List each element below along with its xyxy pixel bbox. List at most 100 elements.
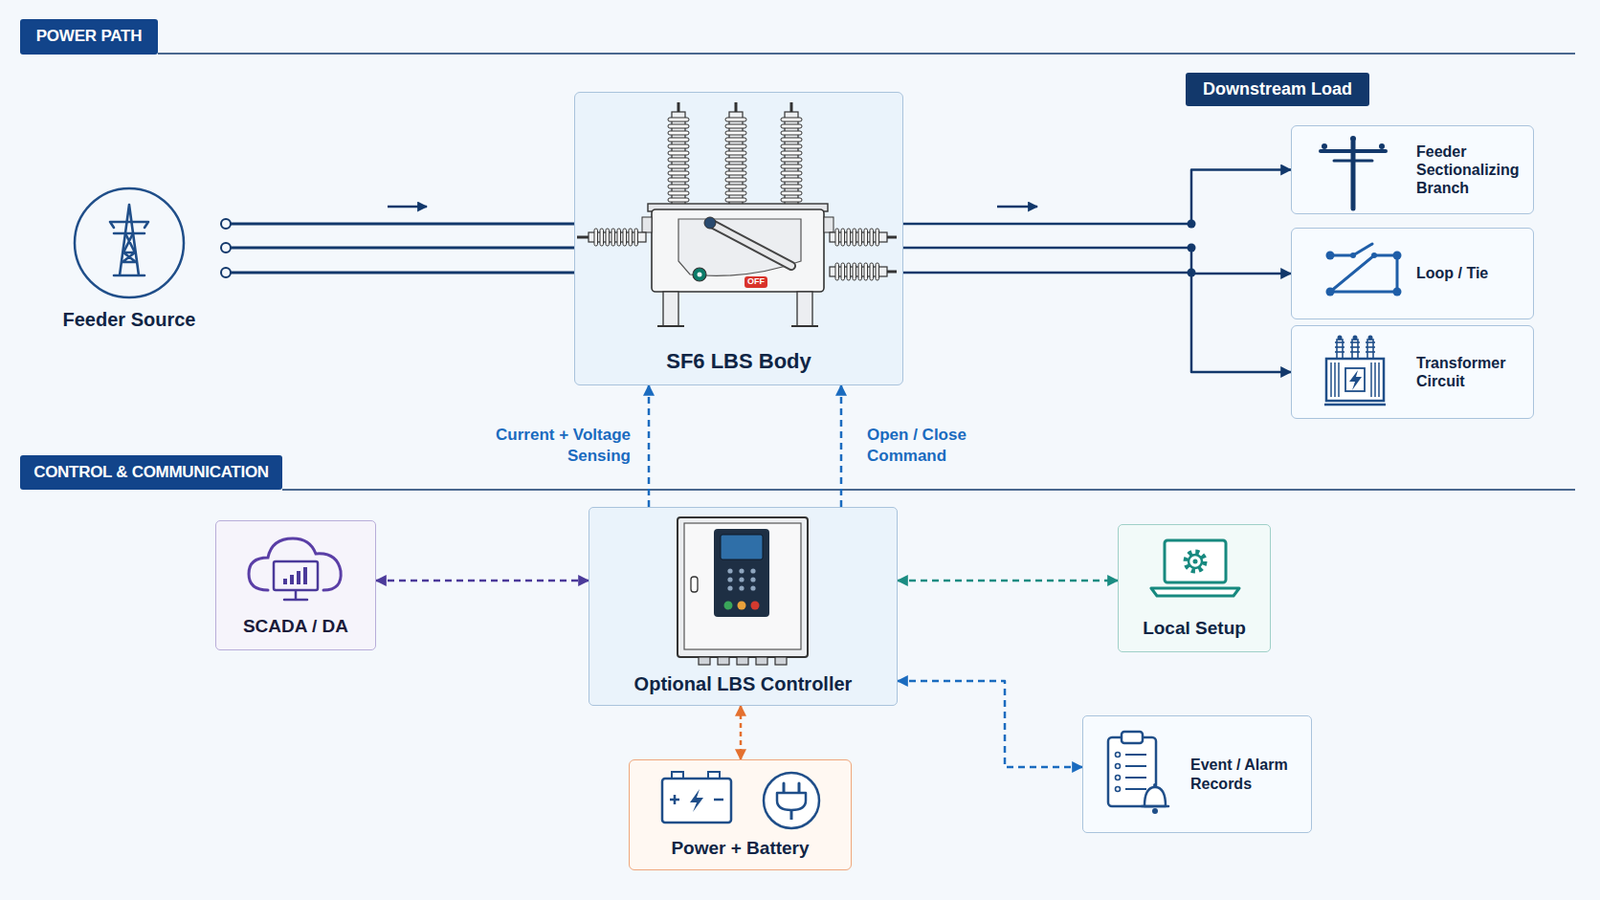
clipboard-bell-icon-part — [1115, 776, 1121, 781]
lbs-illustration-part — [697, 272, 703, 278]
controller-cabinet-icon-part — [713, 529, 770, 618]
laptop-icon-part — [1164, 540, 1226, 583]
lbs-illustration-part — [780, 184, 802, 189]
loop-tie-icon-part — [1353, 244, 1373, 256]
edge-label-wrap: Current + Voltage Sensing — [491, 424, 631, 467]
lbs-illustration-part — [704, 217, 716, 229]
controller-cabinet-icon-part — [736, 657, 749, 666]
load-box: Feeder Sectionalizing Branch — [1290, 125, 1534, 215]
lbs-illustration-part — [710, 222, 792, 267]
tower-icon-part — [74, 188, 184, 298]
lbs-illustration-part — [780, 117, 802, 122]
tower-icon-part — [110, 204, 149, 276]
node-label: Optional LBS Controller — [634, 672, 853, 696]
transformer-icon-part — [1330, 362, 1333, 398]
loop-tie-icon-part — [1393, 251, 1402, 261]
lbs-illustration-part — [617, 228, 622, 246]
lbs-illustration-part — [667, 184, 689, 189]
controller-cabinet-icon-part — [750, 568, 756, 574]
lbs-illustration-part — [600, 228, 604, 246]
system-box: Event / Alarm Records — [1082, 715, 1312, 834]
status-label: OFF — [747, 277, 765, 288]
connector — [221, 219, 575, 278]
pole-icon-part — [1350, 135, 1356, 142]
clipboard-bell-icon-part — [1125, 765, 1147, 768]
tower-icon-part — [110, 222, 149, 234]
lbs-illustration-part — [841, 263, 845, 281]
controller-cabinet-icon-part — [717, 657, 730, 666]
lbs-illustration-part — [780, 171, 802, 176]
battery-plug-icon-part — [662, 778, 732, 823]
connector — [648, 385, 650, 508]
connector-line — [897, 579, 1118, 583]
controller-cabinet-icon-part — [738, 585, 744, 591]
section-rule — [282, 488, 1576, 490]
lbs-illustration-part — [780, 191, 802, 196]
transformer-icon-part — [1368, 335, 1374, 341]
controller-cabinet-icon-part — [750, 585, 756, 591]
laptop-icon-part — [1151, 588, 1240, 597]
loop-tie-icon-part — [1350, 252, 1356, 259]
node-label: Loop / Tie — [1416, 264, 1489, 283]
cloud-monitor-icon-part — [284, 599, 308, 602]
pole-icon — [1303, 128, 1400, 215]
lbs-illustration-part — [667, 151, 689, 156]
laptop-icon — [1137, 533, 1253, 610]
lbs-illustration-part — [663, 291, 679, 327]
flow-direction-arrow — [997, 205, 1038, 209]
power-box: Power + Battery — [628, 759, 852, 871]
laptop-icon-part — [1188, 555, 1202, 569]
clipboard-bell-icon — [1100, 728, 1181, 824]
lbs-illustration-part — [667, 144, 689, 149]
lbs-illustration-part — [667, 137, 689, 142]
lbs-illustration-part — [780, 157, 802, 162]
loop-tie-icon-part — [1371, 252, 1378, 259]
lbs-illustration — [575, 92, 899, 333]
lbs-illustration-part — [780, 137, 802, 142]
pole-icon-part — [1378, 143, 1385, 150]
tower-icon — [71, 185, 187, 301]
lbs-illustration-part — [667, 191, 689, 196]
terminal-circle — [221, 267, 231, 278]
lbs-illustration-part — [667, 157, 689, 162]
transformer-icon-part — [1337, 362, 1340, 398]
cloud-monitor-icon-part — [294, 590, 298, 600]
node-label: CONTROL & COMMUNICATION — [33, 463, 269, 483]
controller-cabinet-icon-part — [737, 601, 747, 611]
lbs-illustration-part — [858, 263, 863, 281]
connector — [897, 681, 1083, 768]
transformer-icon-part — [1350, 341, 1360, 344]
battery-plug-icon-part — [763, 773, 820, 829]
pole-icon-part — [1321, 143, 1328, 150]
lbs-illustration-part — [725, 157, 747, 162]
connector-line — [230, 271, 575, 275]
junction-dot — [1187, 220, 1197, 229]
section-tag: POWER PATH — [20, 19, 158, 55]
connector — [903, 244, 1291, 275]
node-label: Feeder Source — [63, 308, 197, 332]
transformer-icon-part — [1334, 341, 1345, 344]
connector — [903, 170, 1291, 229]
clipboard-bell-icon-part — [1121, 732, 1143, 744]
node-label: Downstream Load — [1202, 79, 1353, 101]
node-label: Power + Battery — [670, 838, 809, 861]
lbs-illustration-part — [797, 291, 813, 327]
lbs-illustration-part — [780, 198, 802, 202]
lbs-illustration-part — [780, 177, 802, 182]
controller-cabinet-icon-part — [738, 577, 744, 582]
cloud-monitor-icon-part — [283, 578, 288, 585]
lbs-illustration-part — [622, 228, 627, 246]
battery-plug-icon-part — [713, 799, 724, 802]
tower-icon-part — [113, 204, 145, 276]
node-label: SF6 LBS Body — [666, 349, 812, 375]
lbs-illustration-part — [692, 267, 707, 282]
edge-label-wrap: Open / Close Command — [866, 424, 992, 467]
battery-plug-icon-part — [782, 783, 786, 794]
lbs-illustration-part — [667, 124, 689, 129]
node-label: Local Setup — [1142, 618, 1246, 641]
node-label: Feeder Sectionalizing Branch — [1416, 142, 1528, 199]
connector-line — [230, 222, 575, 226]
